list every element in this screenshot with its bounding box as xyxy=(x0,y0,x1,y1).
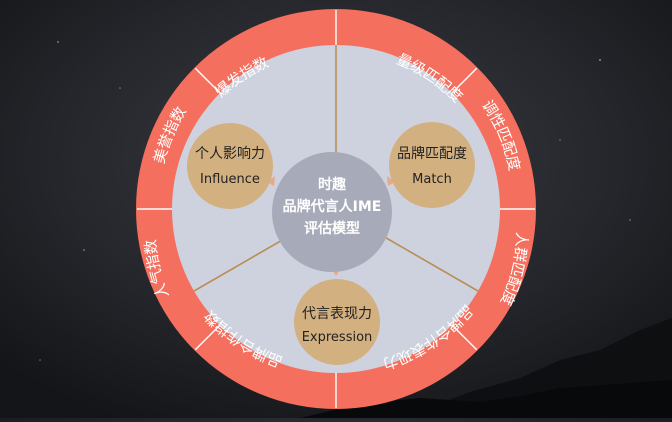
factor-match-subtitle: Match xyxy=(412,172,452,187)
factor-expression-title: 代言表现力 xyxy=(302,306,372,322)
factor-expression-subtitle: Expression xyxy=(302,330,373,345)
ring-dividers xyxy=(137,10,535,408)
factor-influence-circle xyxy=(187,123,273,209)
center-line-3: 评估模型 xyxy=(304,220,360,237)
factor-match-circle xyxy=(389,122,475,208)
factor-influence-subtitle: Influence xyxy=(200,172,260,187)
factor-influence-title: 个人影响力 xyxy=(195,146,265,162)
factor-expression-circle xyxy=(294,279,380,365)
mountain-silhouette xyxy=(300,318,672,418)
center-circle xyxy=(272,152,392,272)
factor-match-title: 品牌匹配度 xyxy=(397,145,467,162)
center-line-1: 时趣 xyxy=(318,176,347,193)
center-line-2: 品牌代言人IME xyxy=(283,198,382,215)
